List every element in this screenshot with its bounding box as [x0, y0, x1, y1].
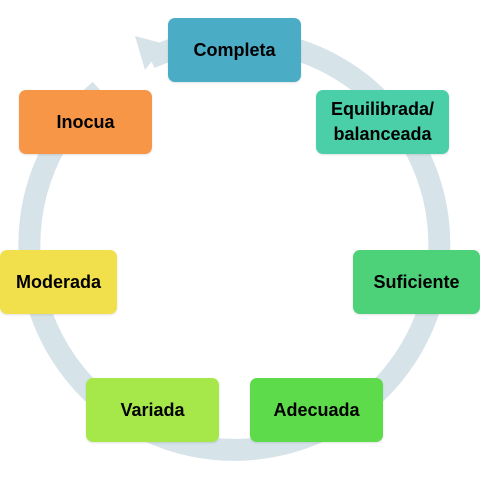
- node-variada: Variada: [86, 378, 219, 442]
- node-completa: Completa: [168, 18, 301, 82]
- node-equilibrada-label: Equilibrada/ balanceada: [330, 99, 435, 144]
- node-moderada: Moderada: [0, 250, 117, 314]
- node-variada-label: Variada: [120, 399, 185, 420]
- node-inocua: Inocua: [19, 90, 152, 154]
- node-adecuada-label: Adecuada: [273, 399, 360, 420]
- cycle-arrowhead-icon: [135, 36, 165, 70]
- node-adecuada: Adecuada: [250, 378, 383, 442]
- node-suficiente: Suficiente: [353, 250, 480, 314]
- node-moderada-label: Moderada: [15, 271, 102, 292]
- node-suficiente-label: Suficiente: [373, 271, 460, 292]
- node-completa-label: Completa: [193, 39, 276, 60]
- node-inocua-label: Inocua: [56, 111, 115, 132]
- node-equilibrada-balanceada: Equilibrada/ balanceada: [316, 90, 449, 154]
